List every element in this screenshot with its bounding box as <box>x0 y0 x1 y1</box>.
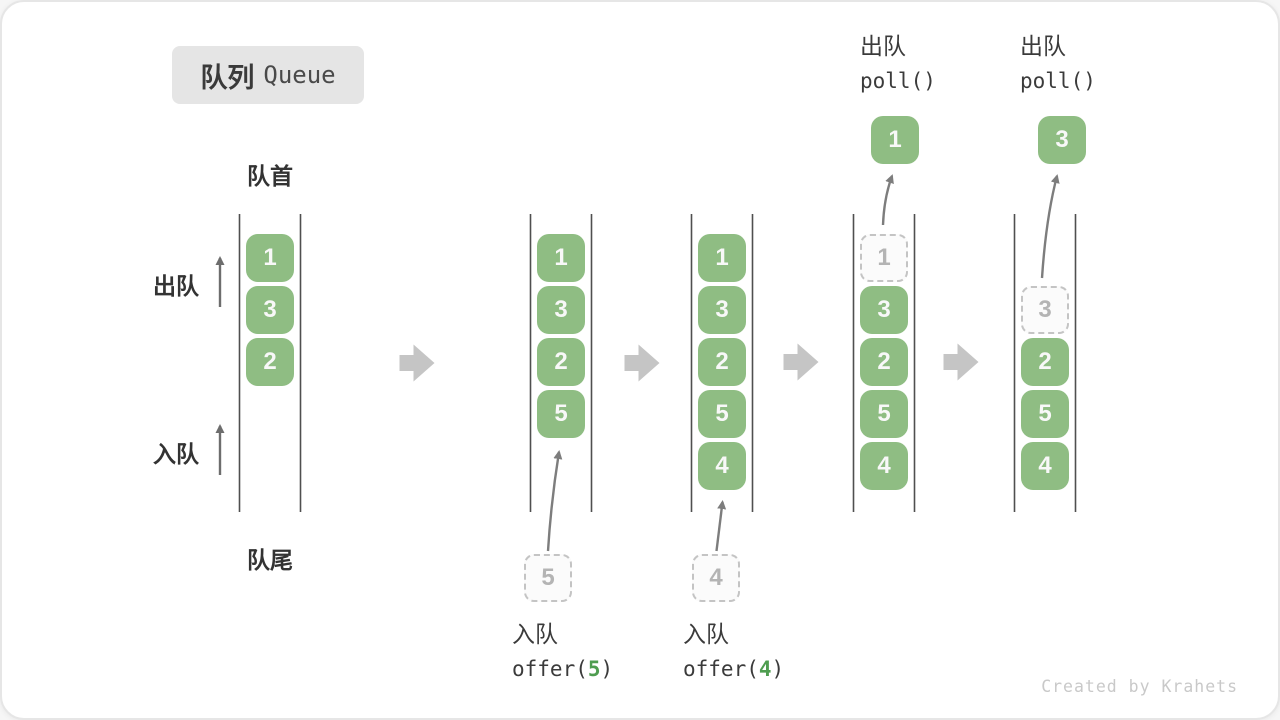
queue-cell-removed: 3 <box>1021 286 1069 334</box>
queue-cell: 5 <box>860 390 908 438</box>
op-label: 入队 <box>512 621 558 647</box>
pending-cell: 5 <box>524 554 572 602</box>
op-label: 入队 <box>683 621 729 647</box>
queue-cell: 5 <box>698 390 746 438</box>
offer4-arrow-icon <box>715 500 727 552</box>
op-call: offer(5) <box>512 657 614 681</box>
queue-cell: 2 <box>860 338 908 386</box>
queue-cell: 3 <box>860 286 908 334</box>
pending-cell: 4 <box>692 554 740 602</box>
operation-enqueue-5: 入队 offer(5) <box>512 617 613 687</box>
queue-cell: 3 <box>537 286 585 334</box>
op-arg: 4 <box>758 657 772 681</box>
queue-cell: 1 <box>537 234 585 282</box>
queue-cell: 3 <box>698 286 746 334</box>
popped-cell: 1 <box>871 116 919 164</box>
queue-rails <box>238 214 1077 512</box>
op-call: poll() <box>860 69 936 93</box>
queue-front-label: 队首 <box>247 163 293 189</box>
popped-cell: 3 <box>1038 116 1086 164</box>
operation-poll-3: 出队 poll() <box>1020 29 1096 99</box>
queue-cell: 3 <box>246 286 294 334</box>
poll1-arrow-icon <box>881 174 894 226</box>
op-label: 出队 <box>860 33 906 59</box>
credit-text: Created by Krahets <box>1041 677 1238 696</box>
title-box: 队列 Queue <box>172 46 364 104</box>
op-call: poll() <box>1020 69 1096 93</box>
queue-cell: 2 <box>698 338 746 386</box>
queue-cell: 1 <box>698 234 746 282</box>
offer5-arrow-icon <box>546 450 563 552</box>
queue-cell: 2 <box>1021 338 1069 386</box>
queue-cell: 2 <box>537 338 585 386</box>
queue-cell: 4 <box>860 442 908 490</box>
queue-rear-label: 队尾 <box>247 547 293 573</box>
op-label: 出队 <box>1020 33 1066 59</box>
op-arg: 5 <box>587 657 601 681</box>
queue-cell: 1 <box>246 234 294 282</box>
title-en: Queue <box>263 61 336 89</box>
queue-cell: 4 <box>698 442 746 490</box>
title-zh: 队列 <box>200 62 255 93</box>
op-call: offer(4) <box>683 657 785 681</box>
dequeue-side-label: 出队 <box>153 273 199 299</box>
queue-cell: 4 <box>1021 442 1069 490</box>
queue-cell: 2 <box>246 338 294 386</box>
operation-enqueue-4: 入队 offer(4) <box>683 617 784 687</box>
queue-cell: 5 <box>1021 390 1069 438</box>
queue-cell: 5 <box>537 390 585 438</box>
poll3-arrow-icon <box>1040 174 1060 279</box>
queue-cell-removed: 1 <box>860 234 908 282</box>
operation-poll-1: 出队 poll() <box>860 29 936 99</box>
enqueue-side-label: 入队 <box>153 441 199 467</box>
